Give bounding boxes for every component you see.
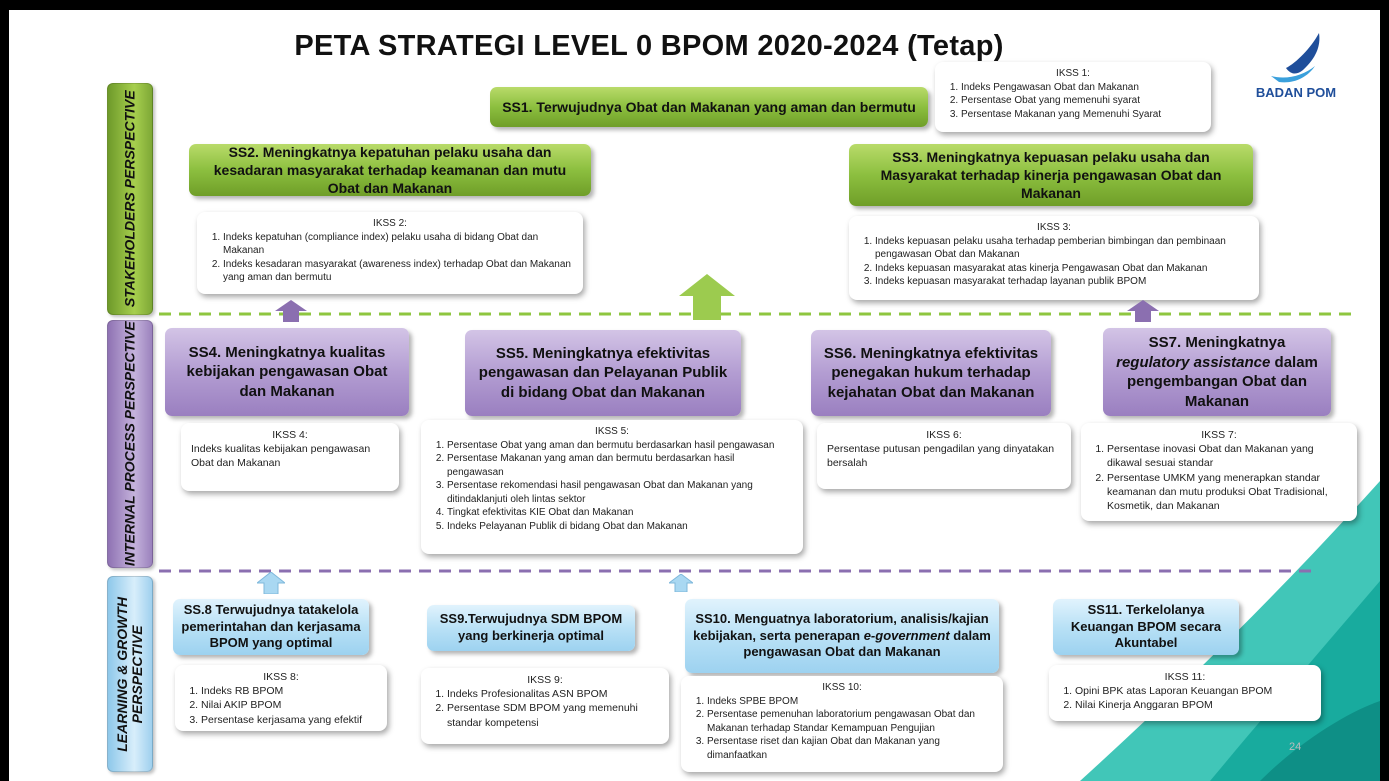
ss10-text-italic: e-government [863,627,950,643]
ikss9-item: Indeks Profesionalitas ASN BPOM [447,687,659,701]
ss10-box: SS10. Menguatnya laboratorium, analisis/… [685,599,999,673]
up-arrow-icon [257,572,285,594]
stakeholders-perspective-label: STAKEHOLDERS PERSPECTIVE [107,83,153,315]
ikss9-box: IKSS 9: Indeks Profesionalitas ASN BPOM … [421,668,669,744]
ikss5-header: IKSS 5: [595,426,629,437]
separator-purple [159,569,1319,573]
ss2-box: SS2. Meningkatnya kepatuhan pelaku usaha… [189,144,591,196]
ikss1-item: Indeks Pengawasan Obat dan Makanan [961,81,1201,95]
ikss6-header: IKSS 6: [926,429,962,441]
ss7-box: SS7. Meningkatnya regulatory assistance … [1103,328,1331,416]
ss7-text-part: SS7. Meningkatnya [1148,334,1286,351]
ikss11-item: Nilai Kinerja Anggaran BPOM [1075,698,1311,712]
ss4-box: SS4. Meningkatnya kualitas kebijakan pen… [165,328,409,416]
ss10-text-part: dalam pengawasan Obat dan Makanan [743,627,991,660]
bpom-logo-icon [1271,33,1320,83]
ikss1-item: Persentase Obat yang memenuhi syarat [961,94,1201,108]
ss10-text: SS10. Menguatnya laboratorium, analisis/… [693,611,991,662]
ikss5-item: Persentase rekomendasi hasil pengawasan … [447,479,793,506]
ss7-text-part: dalam pengembangan Obat dan Makanan [1126,353,1318,410]
ikss5-box: IKSS 5: Persentase Obat yang aman dan be… [421,420,803,554]
up-arrow-icon [669,574,693,592]
ikss5-item: Tingkat efektivitas KIE Obat dan Makanan [447,506,793,520]
ikss2-box: IKSS 2: Indeks kepatuhan (compliance ind… [197,212,583,294]
ikss10-header: IKSS 10: [822,682,862,693]
stakeholders-perspective-text: STAKEHOLDERS PERSPECTIVE [121,90,138,308]
ss1-box: SS1. Terwujudnya Obat dan Makanan yang a… [490,87,928,127]
ikss11-item: Opini BPK atas Laporan Keuangan BPOM [1075,684,1311,698]
ikss5-item: Persentase Makanan yang aman dan bermutu… [447,452,793,479]
ikss7-header: IKSS 7: [1201,429,1237,441]
ikss2-item: Indeks kesadaran masyarakat (awareness i… [223,258,573,285]
up-arrow-icon [679,274,735,320]
ikss9-item: Persentase SDM BPOM yang memenuhi standa… [447,701,659,729]
ikss5-item: Persentase Obat yang aman dan bermutu be… [447,439,793,453]
bpom-logo: BADAN POM [1241,28,1351,108]
ikss8-item: Nilai AKIP BPOM [201,698,377,712]
page-number: 24 [1289,741,1302,753]
ss7-text: SS7. Meningkatnya regulatory assistance … [1111,333,1323,411]
ikss3-header: IKSS 3: [1037,222,1071,233]
ss5-box: SS5. Meningkatnya efektivitas pengawasan… [465,330,741,416]
ikss8-header: IKSS 8: [263,671,299,683]
up-arrow-icon [1127,300,1159,322]
internal-process-perspective-text: INTERNAL PROCESS PERSPECTIVE [121,321,138,567]
ikss8-item: Persentase kerjasama yang efektif [201,713,377,727]
learning-growth-line1: LEARNING & GROWTH [113,596,130,752]
ikss10-item: Persentase pemenuhan laboratorium pengaw… [707,708,993,735]
ikss2-item: Indeks kepatuhan (compliance index) pela… [223,231,573,258]
ikss9-header: IKSS 9: [527,674,563,686]
learning-growth-perspective-text: LEARNING & GROWTH PERSPECTIVE [113,596,146,752]
ikss11-box: IKSS 11: Opini BPK atas Laporan Keuangan… [1049,665,1321,721]
ikss7-box: IKSS 7: Persentase inovasi Obat dan Maka… [1081,423,1357,521]
ss6-box: SS6. Meningkatnya efektivitas penegakan … [811,330,1051,416]
ikss10-item: Persentase riset dan kajian Obat dan Mak… [707,735,993,762]
internal-process-perspective-label: INTERNAL PROCESS PERSPECTIVE [107,320,153,568]
learning-growth-line2: PERSPECTIVE [129,624,146,724]
ikss6-text: Persentase putusan pengadilan yang dinya… [827,443,1055,470]
ss3-box: SS3. Meningkatnya kepuasan pelaku usaha … [849,144,1253,206]
ikss1-header: IKSS 1: [1056,68,1090,79]
ss7-text-italic: regulatory assistance [1116,353,1271,371]
logo-text: BADAN POM [1255,85,1337,100]
ikss7-item: Persentase inovasi Obat dan Makanan yang… [1107,442,1347,470]
ikss8-box: IKSS 8: Indeks RB BPOM Nilai AKIP BPOM P… [175,665,387,731]
ss9-box: SS9.Terwujudnya SDM BPOM yang berkinerja… [427,605,635,651]
ikss7-item: Persentase UMKM yang menerapkan standar … [1107,471,1347,514]
ss11-box: SS11. Terkelolanya Keuangan BPOM secara … [1053,599,1239,655]
slide: PETA STRATEGI LEVEL 0 BPOM 2020-2024 (Te… [9,10,1380,781]
ikss3-item: Indeks kepuasan masyarakat terhadap laya… [875,275,1249,289]
ikss10-box: IKSS 10: Indeks SPBE BPOM Persentase pem… [681,676,1003,772]
ikss8-item: Indeks RB BPOM [201,684,377,698]
up-arrow-icon [275,300,307,322]
ikss11-header: IKSS 11: [1164,671,1206,683]
ss10-text-part: SS10. Menguatnya laboratorium, analisis/… [693,610,989,643]
ikss3-item: Indeks kepuasan masyarakat atas kinerja … [875,262,1249,276]
ikss4-text: Indeks kualitas kebijakan pengawasan Oba… [191,443,371,470]
ikss6-box: IKSS 6: Persentase putusan pengadilan ya… [817,423,1071,489]
page-title: PETA STRATEGI LEVEL 0 BPOM 2020-2024 (Te… [294,30,1004,62]
ikss5-item: Indeks Pelayanan Publik di bidang Obat d… [447,520,793,534]
ikss1-item: Persentase Makanan yang Memenuhi Syarat [961,108,1201,122]
ikss3-item: Indeks kepuasan pelaku usaha terhadap pe… [875,235,1249,262]
ss8-box: SS.8 Terwujudnya tatakelola pemerintahan… [173,599,369,655]
ikss4-header: IKSS 4: [272,429,308,441]
ikss2-header: IKSS 2: [373,218,407,229]
separator-green [159,312,1359,316]
learning-growth-perspective-label: LEARNING & GROWTH PERSPECTIVE [107,576,153,772]
ikss4-box: IKSS 4: Indeks kualitas kebijakan pengaw… [181,423,399,491]
ikss1-box: IKSS 1: Indeks Pengawasan Obat dan Makan… [935,62,1211,132]
ikss10-item: Indeks SPBE BPOM [707,695,993,709]
ikss3-box: IKSS 3: Indeks kepuasan pelaku usaha ter… [849,216,1259,300]
